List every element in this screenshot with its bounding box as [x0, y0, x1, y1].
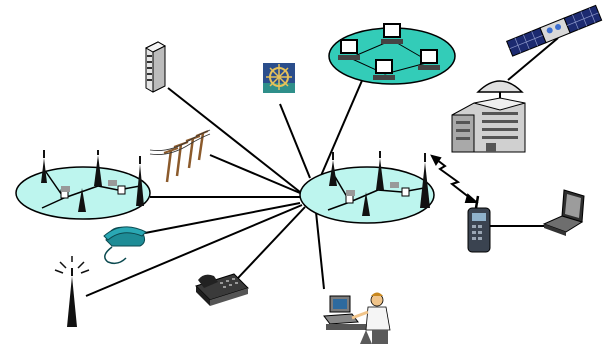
handheld-radio-icon [467, 195, 494, 253]
fax-machine-icon [195, 273, 249, 306]
wireless-signal-icon [430, 154, 479, 203]
operator-workstation-icon [323, 292, 391, 344]
link-antenna [85, 204, 303, 297]
desk-telephone-icon [103, 226, 147, 265]
server-tower-icon [144, 41, 167, 93]
radio-antenna-icon [54, 256, 90, 327]
link-satellite [507, 37, 559, 81]
ground-station-building-icon [451, 80, 526, 153]
lan-computer [418, 49, 440, 70]
link-operator [315, 211, 325, 290]
lan-computer [381, 23, 403, 44]
lan-computer [338, 39, 360, 60]
utility-poles-icon [149, 129, 211, 183]
link-ship-wheel [279, 103, 311, 179]
central-wireless-cell-icon [299, 151, 435, 224]
link-fax [237, 206, 306, 279]
lan-workstations-icon [328, 23, 456, 85]
left-wireless-cell-icon [15, 150, 151, 220]
satellite-icon [505, 4, 603, 57]
ship-wheel-icon [263, 63, 295, 93]
link-telephone [144, 202, 301, 234]
lan-computer [373, 59, 395, 80]
laptop-icon [542, 189, 585, 236]
link-utility-poles [209, 154, 301, 194]
link-server [167, 87, 301, 193]
